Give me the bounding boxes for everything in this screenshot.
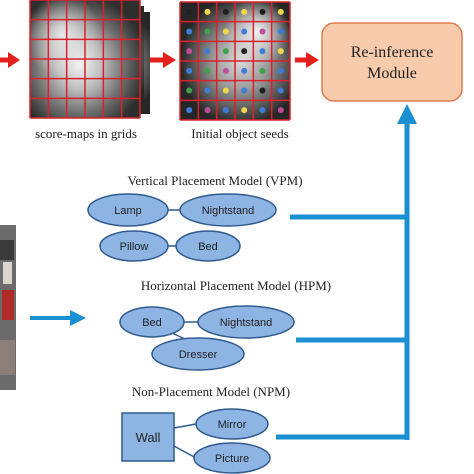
npm-node-mirror-label: Mirror <box>218 419 247 431</box>
seed-dot <box>204 48 211 55</box>
hpm-node-dresser-label: Dresser <box>179 349 218 361</box>
seed-dot <box>277 8 284 15</box>
npm-node-wall-label: Wall <box>136 430 161 445</box>
vpm-node-bed-label: Bed <box>198 241 218 253</box>
npm-node-picture-label: Picture <box>215 453 249 465</box>
hpm-node-nightstand-label: Nightstand <box>220 317 273 329</box>
seed-dot <box>241 28 248 35</box>
seed-dot <box>222 8 229 15</box>
vpm-node-nightstand-label: Nightstand <box>202 205 255 217</box>
seed-dot <box>186 48 193 55</box>
score-maps-caption: score-maps in grids <box>35 126 137 141</box>
seed-dot <box>241 87 248 94</box>
seed-dot <box>222 48 229 55</box>
seed-dot <box>204 87 211 94</box>
initial-seeds-map <box>179 1 291 121</box>
input-to-hpm-arrowhead <box>70 310 86 326</box>
seed-dot <box>241 107 248 114</box>
left-photo-detail-3 <box>0 340 15 375</box>
seed-dot <box>277 28 284 35</box>
seed-dot <box>204 67 211 74</box>
seed-dots <box>186 8 284 114</box>
left-photo-detail-4 <box>3 262 12 284</box>
vpm-node-pillow: Pillow <box>99 230 169 262</box>
vpm-node-pillow-label: Pillow <box>120 241 149 253</box>
seed-dot <box>222 28 229 35</box>
seed-dot <box>186 8 193 15</box>
seed-dot <box>222 67 229 74</box>
vpm-node-lamp-label: Lamp <box>114 205 142 217</box>
seed-dot <box>259 8 266 15</box>
hpm-graph: Bed Nightstand Dresser <box>119 305 295 371</box>
seed-dot <box>277 107 284 114</box>
vpm-node-lamp: Lamp <box>87 193 169 227</box>
seed-dot <box>186 28 193 35</box>
npm-title: Non-Placement Model (NPM) <box>132 384 290 399</box>
hpm-node-dresser: Dresser <box>151 337 245 371</box>
seed-dot <box>186 67 193 74</box>
seed-dot <box>241 8 248 15</box>
npm-graph: Wall Mirror Picture <box>121 408 271 474</box>
reinference-title-line2: Module <box>367 65 417 82</box>
seed-dot <box>186 87 193 94</box>
seed-dot <box>259 67 266 74</box>
score-maps-stack <box>29 0 150 119</box>
seed-dot <box>259 87 266 94</box>
hpm-node-nightstand: Nightstand <box>197 305 295 339</box>
reinference-title-line1: Re-inference <box>351 44 434 61</box>
vpm-title: Vertical Placement Model (VPM) <box>127 173 302 188</box>
seed-dot <box>204 107 211 114</box>
seed-dot <box>204 28 211 35</box>
seed-dot <box>222 87 229 94</box>
hpm-node-bed: Bed <box>119 306 185 338</box>
hpm-node-bed-label: Bed <box>142 317 162 329</box>
feedback-trunk <box>397 104 417 440</box>
npm-node-wall: Wall <box>121 412 175 462</box>
seed-dot <box>277 67 284 74</box>
seed-dot <box>259 28 266 35</box>
vpm-graph: Lamp Nightstand Pillow Bed <box>87 193 277 262</box>
seed-dot <box>277 87 284 94</box>
seed-dot <box>241 67 248 74</box>
vpm-node-bed: Bed <box>175 230 241 262</box>
seed-dot <box>259 48 266 55</box>
npm-node-mirror: Mirror <box>195 408 269 440</box>
seed-dot <box>222 107 229 114</box>
seeds-to-module-arrow <box>295 52 319 68</box>
seed-dot <box>204 8 211 15</box>
left-image-strip-top <box>0 0 10 150</box>
reinference-module: Re-inference Module <box>321 22 463 102</box>
left-photo-detail-2 <box>2 290 14 320</box>
seed-dot <box>186 107 193 114</box>
seed-dot <box>241 48 248 55</box>
score-map-grid <box>29 0 141 119</box>
input-arrow <box>0 52 20 68</box>
hpm-title: Horizontal Placement Model (HPM) <box>141 278 331 293</box>
npm-node-picture: Picture <box>193 442 271 474</box>
seed-map-grid <box>179 1 291 121</box>
seed-dot <box>259 107 266 114</box>
maps-to-seeds-arrow <box>150 52 176 68</box>
vpm-node-nightstand: Nightstand <box>179 193 277 227</box>
left-photo-detail-1 <box>0 240 14 260</box>
seed-dot <box>277 48 284 55</box>
initial-seeds-caption: Initial object seeds <box>191 126 288 141</box>
